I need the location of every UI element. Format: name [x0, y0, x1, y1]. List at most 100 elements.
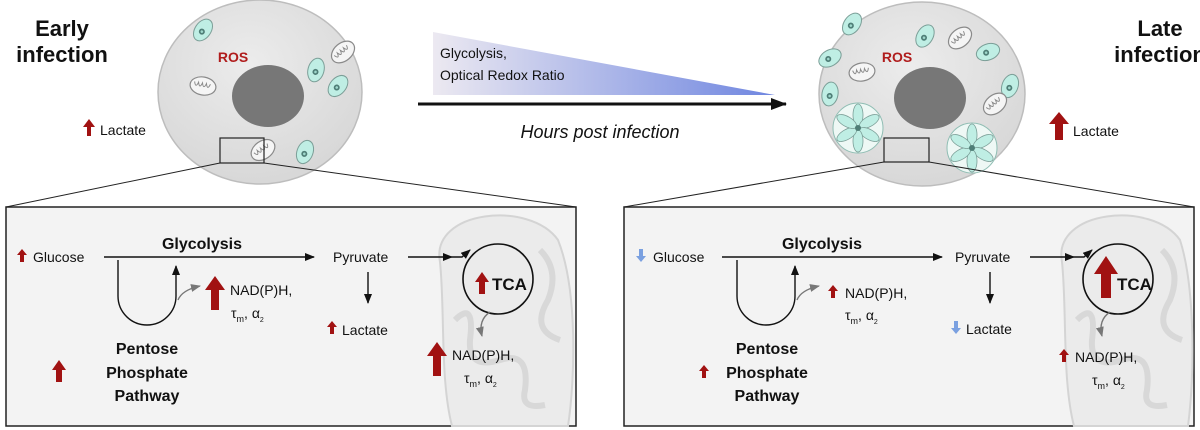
cyto-lifetime-params: τm, α2	[845, 307, 878, 326]
mitochondrion-background	[438, 214, 575, 427]
up-arrow-icon	[52, 360, 66, 382]
pentose-line2: Phosphate	[726, 365, 808, 382]
tau-symbol: τ	[845, 307, 851, 323]
glucose-label: Glucose	[33, 249, 85, 265]
up-arrow-icon	[83, 119, 95, 136]
svg-text:τm, α2: τm, α2	[1092, 372, 1125, 391]
mito-nadph-label: NAD(P)H,	[1075, 349, 1137, 365]
pentose-line3: Pathway	[115, 388, 180, 405]
early-lactate-label: Lactate	[100, 122, 146, 138]
early-lactate-indicator: Lactate	[83, 119, 146, 138]
up-arrow-icon	[699, 365, 709, 378]
mitochondrion-background	[1060, 214, 1194, 427]
mito-nadph-label: NAD(P)H,	[452, 347, 514, 363]
pentose-line3: Pathway	[735, 388, 800, 405]
late-title-line2: infection	[1114, 42, 1200, 67]
up-arrow-icon	[427, 342, 447, 376]
early-infection-header: Early infection	[16, 16, 108, 67]
late-metabolism-panel: Glucose Glycolysis Pyruvate Lactate NAD(…	[623, 206, 1195, 427]
tau-symbol: τ	[464, 370, 470, 386]
ppp-nadph-arrow	[177, 284, 201, 301]
down-arrow-icon	[951, 321, 961, 334]
alpha-subscript: 2	[260, 317, 264, 324]
tca-nadph-arrow	[475, 311, 491, 337]
gradient-label-line1: Glycolysis,	[440, 45, 507, 61]
tca-entry-arrow	[1074, 249, 1093, 259]
alpha-subscript: 2	[874, 319, 878, 326]
up-arrow-icon	[1094, 256, 1118, 298]
up-arrow-icon	[327, 321, 337, 334]
time-label: Hours post infection	[520, 122, 679, 142]
cyto-nadph-label: NAD(P)H,	[845, 285, 907, 301]
svg-text:τm, α2: τm, α2	[231, 305, 264, 324]
up-arrow-icon	[1059, 349, 1069, 362]
tau-subscript: m	[470, 379, 478, 389]
alpha-symbol: α	[866, 307, 874, 323]
svg-text:τm, α2: τm, α2	[845, 307, 878, 326]
up-arrow-icon	[828, 285, 838, 298]
zoom-line	[5, 162, 221, 208]
pyruvate-label: Pyruvate	[955, 249, 1010, 265]
zoom-line	[263, 162, 577, 208]
zoom-line	[928, 161, 1195, 208]
pentose-line2: Phosphate	[106, 365, 188, 382]
late-zoom-box	[883, 137, 930, 163]
svg-text:τm, α2: τm, α2	[464, 370, 497, 389]
gradient-label-line2: Optical Redox Ratio	[440, 67, 565, 83]
late-nucleus	[894, 67, 966, 129]
late-lactate-indicator: Lactate	[1049, 112, 1119, 140]
ppp-nadph-arrow	[796, 284, 820, 301]
late-ros-label: ROS	[882, 49, 912, 65]
tca-entry-arrow	[452, 249, 471, 259]
early-zoom-box	[219, 137, 265, 164]
tau-symbol: τ	[1092, 372, 1098, 388]
up-arrow-icon	[17, 249, 27, 262]
alpha-symbol: α	[252, 305, 260, 321]
late-rosette	[946, 122, 998, 174]
tau-subscript: m	[1098, 381, 1106, 391]
late-title-line1: Late	[1137, 16, 1182, 41]
time-axis: Glycolysis, Optical Redox Ratio Hours po…	[418, 32, 787, 142]
glycolysis-label: Glycolysis	[162, 236, 242, 253]
tau-subscript: m	[237, 314, 245, 324]
early-title-line2: infection	[16, 42, 108, 67]
cyto-lifetime-params: τm, α2	[231, 305, 264, 324]
down-arrow-icon	[636, 249, 646, 262]
late-infection-header: Late infection	[1114, 16, 1200, 67]
lactate-label: Lactate	[342, 322, 388, 338]
late-rosette	[832, 102, 884, 154]
alpha-subscript: 2	[493, 382, 497, 389]
glycolysis-label: Glycolysis	[782, 236, 862, 253]
up-arrow-icon	[205, 276, 225, 310]
tca-cycle	[1082, 243, 1154, 315]
alpha-symbol: α	[1113, 372, 1121, 388]
tca-nadph-arrow	[1095, 311, 1111, 337]
mito-lifetime-params: τm, α2	[1092, 372, 1125, 391]
pentose-line1: Pentose	[736, 341, 798, 358]
glucose-label: Glucose	[653, 249, 705, 265]
pentose-line1: Pentose	[116, 341, 178, 358]
late-lactate-label: Lactate	[1073, 123, 1119, 139]
alpha-subscript: 2	[1121, 384, 1125, 391]
pentose-loop	[736, 260, 799, 326]
tca-label: TCA	[1117, 275, 1152, 294]
early-title-line1: Early	[35, 16, 90, 41]
glycolysis-redox-gradient	[433, 32, 775, 95]
tau-subscript: m	[851, 316, 859, 326]
zoom-line	[623, 161, 885, 208]
tca-cycle	[462, 243, 534, 315]
tau-symbol: τ	[231, 305, 237, 321]
early-metabolism-panel: Glucose Glycolysis Pyruvate Lactate NAD(…	[5, 206, 577, 427]
cyto-nadph-label: NAD(P)H,	[230, 282, 292, 298]
alpha-symbol: α	[485, 370, 493, 386]
pyruvate-label: Pyruvate	[333, 249, 388, 265]
late-cell: ROS	[815, 1, 1026, 187]
pentose-loop	[117, 260, 180, 326]
early-cell: ROS	[157, 0, 363, 185]
up-arrow-icon	[475, 272, 489, 294]
early-ros-label: ROS	[218, 49, 248, 65]
tca-label: TCA	[492, 275, 527, 294]
mito-lifetime-params: τm, α2	[464, 370, 497, 389]
lactate-label: Lactate	[966, 321, 1012, 337]
